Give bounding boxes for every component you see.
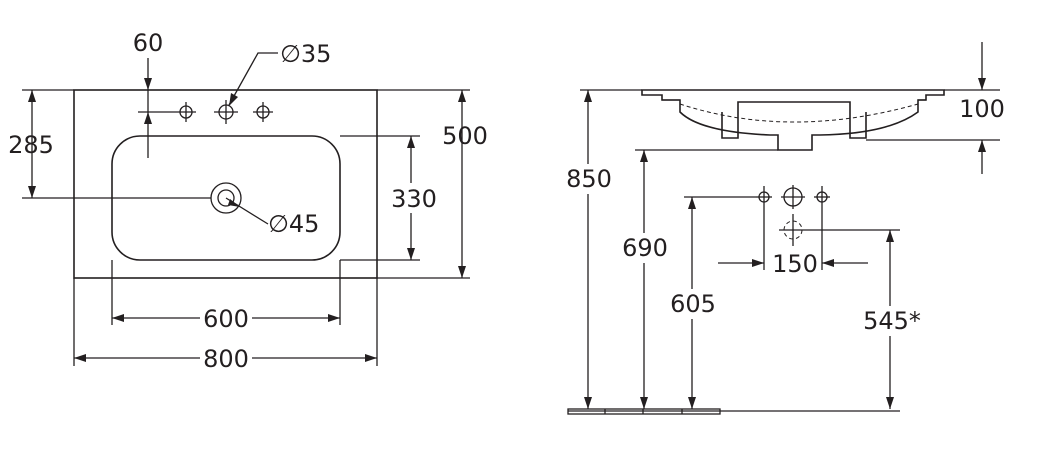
fitting-center: [781, 185, 805, 209]
label-bowl-width: 600: [203, 305, 249, 333]
label-tap-offset: 60: [133, 29, 164, 57]
dim-overall-depth: 500: [377, 89, 488, 279]
dim-basin-thickness: 100: [866, 42, 1005, 174]
dim-fitting-spacing: 150: [718, 208, 868, 278]
basin-outline: [73, 89, 378, 279]
dim-bowl-depth: 330: [340, 135, 440, 261]
label-outlet-height: 545*: [863, 307, 921, 335]
dim-overflow-height: 285: [8, 89, 211, 199]
tap-hole-left: [176, 102, 196, 122]
dim-bowl-width: 600: [111, 260, 341, 333]
label-fitting-height: 605: [670, 290, 716, 318]
label-basin-thickness: 100: [959, 95, 1005, 123]
label-underside-height: 690: [622, 234, 668, 262]
dim-tap-offset: 60: [133, 29, 176, 158]
outlet-position: [779, 214, 807, 246]
dim-overall-height: 850: [563, 89, 642, 409]
label-fitting-spacing: 150: [772, 250, 818, 278]
tap-hole-right: [253, 102, 273, 122]
dim-fitting-height: 605: [667, 196, 756, 409]
label-overall-depth: 500: [442, 122, 488, 150]
fitting-left: [756, 186, 772, 208]
side-view: 850 100 690: [563, 42, 1005, 415]
basin-profile: [641, 89, 945, 151]
label-bowl-depth: 330: [391, 185, 437, 213]
fitting-right: [814, 186, 830, 208]
top-view: 60 ∅35 285 ∅45: [8, 29, 488, 373]
dim-waste: ∅45: [225, 197, 319, 238]
dim-outlet-height: 545*: [807, 229, 922, 409]
label-overall-width: 800: [203, 345, 249, 373]
label-overflow-height: 285: [8, 131, 54, 159]
tap-hole-center: [214, 100, 238, 124]
label-waste: ∅45: [268, 210, 319, 238]
dim-underside-height: 690: [619, 149, 778, 409]
dim-tap-hole: ∅35: [228, 40, 331, 106]
label-tap-hole: ∅35: [280, 40, 331, 68]
dim-overall-width: 800: [73, 278, 378, 373]
wall-fittings: [756, 185, 830, 246]
label-overall-height: 850: [566, 165, 612, 193]
